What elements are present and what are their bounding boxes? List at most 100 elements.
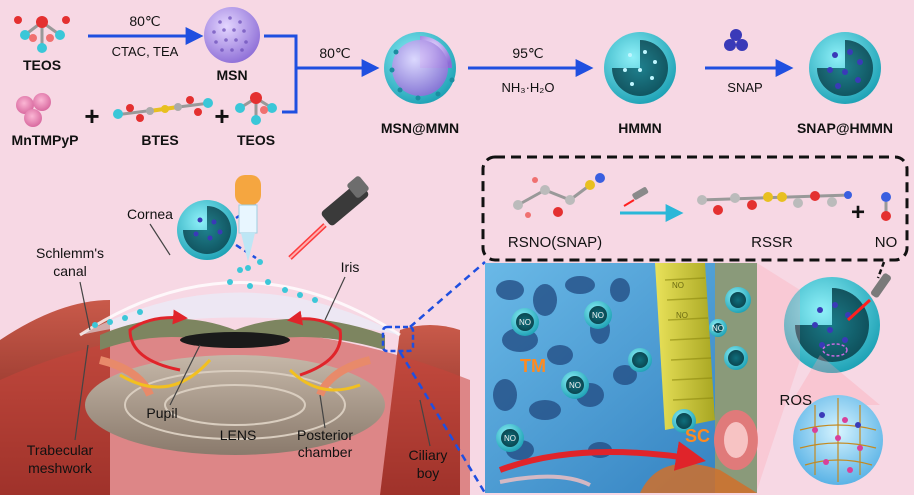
anterior-chamber xyxy=(80,292,400,335)
snap-molecules-icon xyxy=(724,29,748,51)
trabecular-pointer xyxy=(74,344,89,441)
msn-label: MSN xyxy=(216,67,247,83)
lens-ring-inner xyxy=(164,384,306,426)
mntmpyp-particles-icon xyxy=(16,93,51,127)
teos-2-label: TEOS xyxy=(237,132,275,148)
step4-reagent: SNAP xyxy=(727,80,762,95)
trabecular-label-line1: Trabecular xyxy=(27,442,94,458)
eye-drops xyxy=(92,259,318,328)
tissue-particle-9 xyxy=(709,319,727,337)
merge-bracket-bottom xyxy=(282,68,298,114)
flow-arrow-right xyxy=(287,310,342,377)
tissue-particle-7 xyxy=(725,287,751,313)
no-tag-4: NO xyxy=(504,434,516,443)
tissue-nanoparticles xyxy=(496,287,751,452)
schlemm-pointer xyxy=(79,281,91,331)
plus-sign-2: + xyxy=(214,101,229,131)
no-tag-3: NO xyxy=(569,381,581,390)
teos-molecule-icon xyxy=(14,16,70,53)
reactant-label: RSNO(SNAP) xyxy=(508,234,602,251)
tissue-no-tags: NO NO NO NO NO NO NO xyxy=(504,281,724,443)
tissue-particle-1 xyxy=(511,308,539,336)
zoom-line-top xyxy=(409,261,486,328)
cornea-label: Cornea xyxy=(127,206,173,222)
particle-laser-icon xyxy=(846,273,891,322)
msn-sphere-icon xyxy=(204,7,260,63)
btes-molecule-icon xyxy=(113,96,213,122)
ciliary-label-line1: Ciliary xyxy=(409,447,448,463)
ciliary-right xyxy=(316,356,372,397)
lens-ring xyxy=(124,370,346,440)
tissue-particle-2 xyxy=(584,301,612,329)
small-laser-icon xyxy=(623,187,649,207)
zoom-region-box xyxy=(381,325,415,353)
reaction-box xyxy=(481,155,909,262)
plus-sign-1: + xyxy=(84,101,99,131)
teos-molecule-2-icon xyxy=(235,92,277,125)
zoom-line-bottom xyxy=(398,351,487,494)
lens-label: LENS xyxy=(220,427,257,443)
light-cone xyxy=(757,263,800,490)
posterior-pointer xyxy=(319,394,326,429)
snap-hmmn-particle-icon xyxy=(809,32,881,104)
msn-mmn-label: MSN@MMN xyxy=(381,120,459,136)
step2-temp: 80℃ xyxy=(319,45,350,61)
mntmpyp-label: MnTMPyP xyxy=(12,132,79,148)
ros-bubble xyxy=(793,395,883,485)
ciliary-label-line2: boy xyxy=(417,465,440,481)
tm-label: TM xyxy=(520,356,546,376)
rssr-molecule-icon xyxy=(697,191,852,215)
cornea-pointer xyxy=(149,223,171,256)
snap-hmmn-label: SNAP@HMMN xyxy=(797,120,893,136)
step1-temp: 80℃ xyxy=(129,13,160,29)
iris-pointer xyxy=(324,276,346,321)
ciliary-left xyxy=(98,356,154,397)
pupil-shape xyxy=(180,332,290,348)
tissue-particle-3 xyxy=(561,371,589,399)
schlemm-label-line1: Schlemm's xyxy=(36,245,104,261)
rsno-molecule-icon xyxy=(513,173,605,218)
no-label: NO xyxy=(875,234,898,251)
no-molecule-icon xyxy=(881,192,891,221)
hmmn-particle-icon xyxy=(604,32,676,104)
msn-mmn-particle-icon xyxy=(384,32,456,104)
merge-bracket-top xyxy=(264,34,298,68)
flow-yellow-left xyxy=(119,359,212,389)
tissue-particle-8 xyxy=(724,346,748,370)
teos-label: TEOS xyxy=(23,57,61,73)
tissue-particle-6 xyxy=(672,409,696,433)
no-tag-2: NO xyxy=(592,311,604,320)
reaction-link-line xyxy=(876,261,886,279)
ros-label: ROS xyxy=(779,392,812,409)
laser-pointer-icon xyxy=(288,176,369,260)
ros-zoom-cone xyxy=(790,355,880,405)
cornea-arc xyxy=(79,281,401,337)
ciliary-pointer xyxy=(419,399,431,447)
no-tag-1: NO xyxy=(519,318,531,327)
step1-reagents: CTAC, TEA xyxy=(112,44,179,59)
step3-temp: 95℃ xyxy=(512,45,543,61)
dropper-icon xyxy=(235,175,261,271)
reaction-plus: + xyxy=(851,199,865,226)
no-tag-7: NO xyxy=(712,324,724,333)
schlemm-label-line2: canal xyxy=(53,263,86,279)
flow-arrow-left xyxy=(128,309,188,372)
posterior-label-line2: chamber xyxy=(298,444,353,460)
tissue-panel xyxy=(485,263,758,493)
hmmn-label: HMMN xyxy=(618,120,662,136)
pupil-pointer xyxy=(169,344,201,406)
posterior-label-line1: Posterior xyxy=(297,427,353,443)
step3-reagent: NH₃·H₂O xyxy=(502,80,555,95)
iris-label: Iris xyxy=(341,259,360,275)
no-tag-5: NO xyxy=(672,281,684,290)
product-label: RSSR xyxy=(751,234,793,251)
release-nanoparticle-icon xyxy=(784,277,880,373)
tissue-particle-4 xyxy=(628,348,652,372)
pupil-label: Pupil xyxy=(146,405,177,421)
flow-yellow-right xyxy=(288,368,361,392)
tissue-particle-5 xyxy=(496,424,524,452)
trabecular-label-line2: meshwork xyxy=(28,460,93,476)
btes-label: BTES xyxy=(141,132,178,148)
